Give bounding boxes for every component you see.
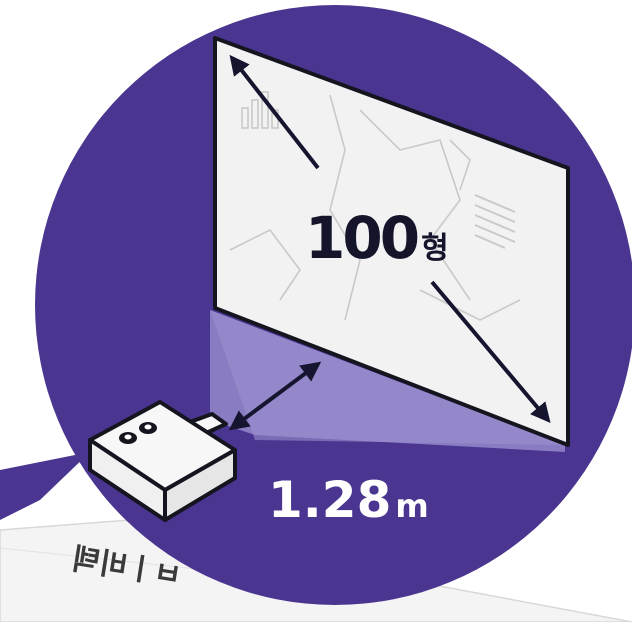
throw-distance-value: 1.28 (268, 471, 391, 529)
screen-size-unit: 형 (421, 231, 449, 266)
throw-distance-unit: m (395, 487, 428, 525)
screen-size-value: 100 (305, 204, 418, 272)
